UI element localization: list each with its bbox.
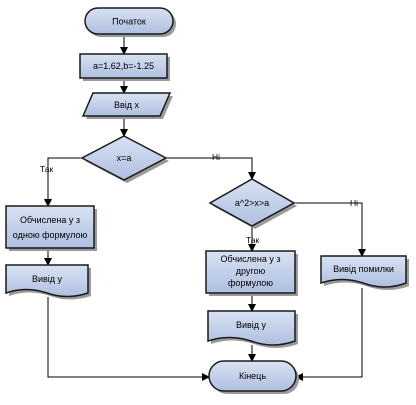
- calc-2-label-line2: другою: [236, 266, 266, 276]
- output-1-label: Вивід у: [32, 274, 63, 284]
- init-process-node[interactable]: a=1.62,b=-1.25: [79, 53, 170, 81]
- output-1-node[interactable]: Вивід у: [5, 264, 91, 300]
- input-node-label: Ввід x: [114, 100, 140, 110]
- calc-2-label-line3: формулою: [228, 278, 273, 288]
- calc-1-label-line1: Обчислена у з: [20, 215, 80, 225]
- calc-2-label-line1: Обчислена у з: [221, 254, 281, 264]
- condition-1-node[interactable]: x=a: [80, 135, 169, 183]
- edge-cond1-no: [166, 157, 256, 180]
- condition-1-yes-label: Так: [40, 164, 54, 174]
- condition-2-node[interactable]: a^2>x>a: [208, 178, 297, 229]
- output-2-node[interactable]: Вивід у: [207, 310, 298, 348]
- calc-1-node[interactable]: Обчислена у з одною формулою: [5, 205, 97, 251]
- edge-err-end: [295, 288, 363, 381]
- output-2-label: Вивід у: [236, 320, 267, 330]
- edge-cond2-no: [294, 202, 366, 257]
- init-process-label: a=1.62,b=-1.25: [93, 61, 154, 71]
- error-output-label: Вивід помилки: [333, 264, 394, 274]
- condition-2-yes-label: Так: [246, 235, 260, 245]
- calc-1-label-line2: одною формулою: [13, 230, 88, 240]
- edge-out1-end: [47, 297, 210, 381]
- start-node[interactable]: Початок: [84, 7, 176, 37]
- calc-2-node[interactable]: Обчислена у з другою формулою: [205, 250, 298, 296]
- connectors: [44, 34, 366, 381]
- condition-2-label: a^2>x>a: [235, 198, 269, 208]
- condition-1-no-label: Ні: [212, 152, 220, 162]
- input-node[interactable]: Ввід x: [81, 92, 173, 119]
- condition-2-no-label: Ні: [350, 198, 358, 208]
- error-output-node[interactable]: Вивід помилки: [320, 255, 409, 290]
- end-node-label: Кінець: [239, 371, 266, 381]
- condition-1-label: x=a: [117, 153, 132, 163]
- edge-cond1-yes: [44, 157, 82, 207]
- end-node[interactable]: Кінець: [208, 360, 299, 394]
- start-node-label: Початок: [112, 17, 146, 27]
